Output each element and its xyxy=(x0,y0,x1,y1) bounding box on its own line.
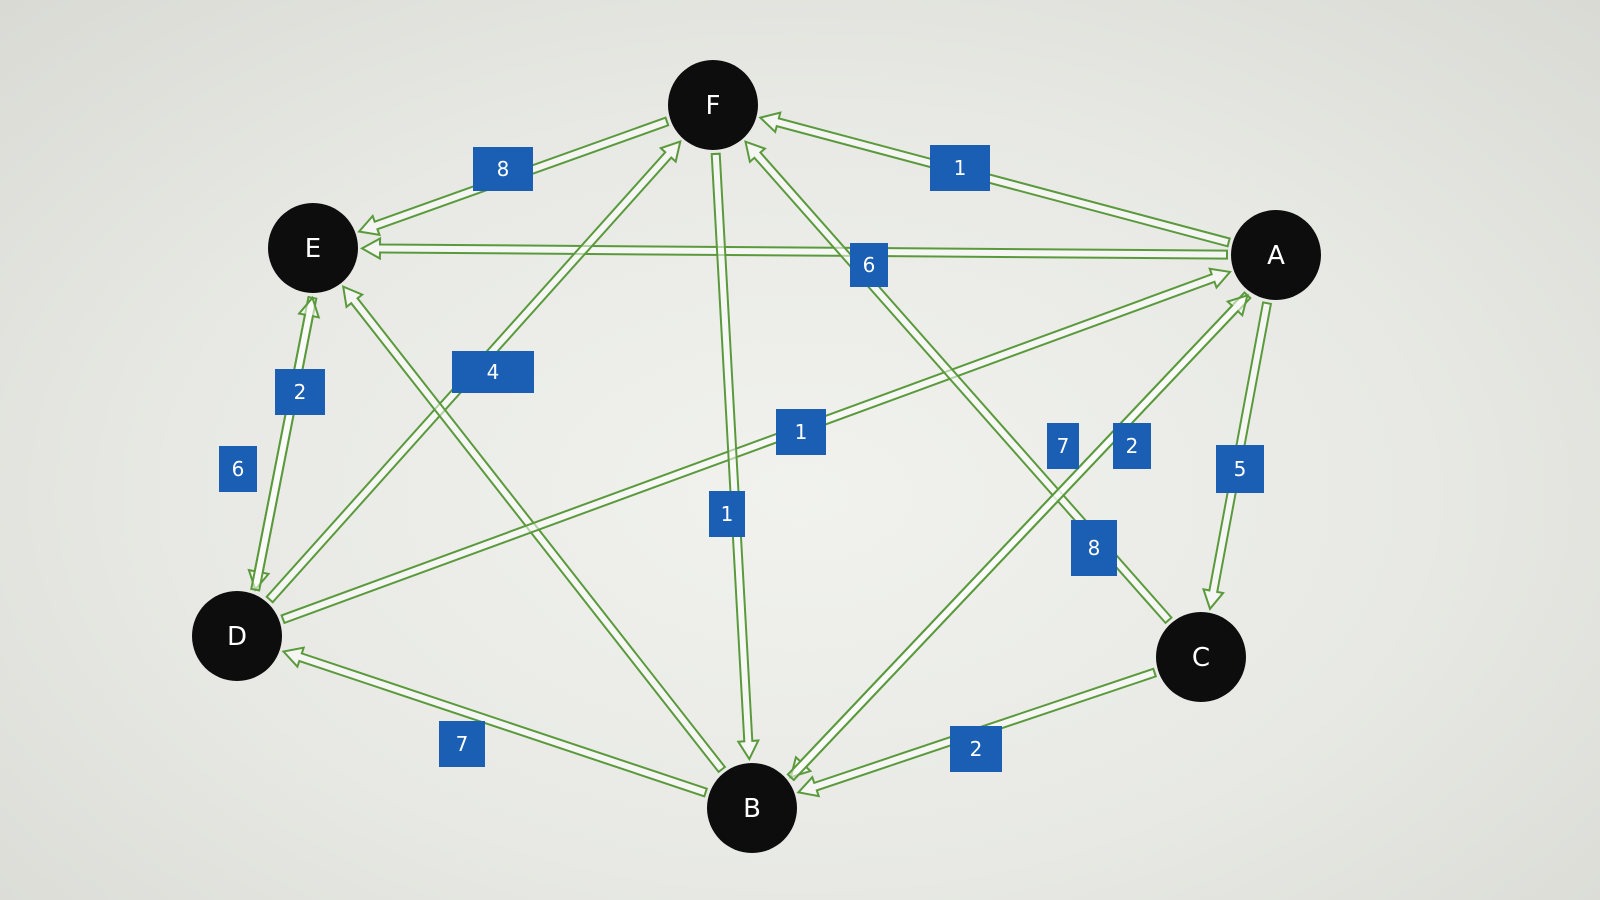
weight-box xyxy=(452,351,534,393)
node-circle xyxy=(707,763,797,853)
edge-weight-a-b: 7 xyxy=(1047,423,1079,469)
edge-a-to-f-arrow xyxy=(758,111,1231,248)
edge-weight-b-a: 2 xyxy=(1113,423,1151,469)
edge-weight-a-e: 6 xyxy=(850,243,888,287)
weight-box xyxy=(950,726,1002,772)
node-circle xyxy=(192,591,282,681)
weight-box xyxy=(1047,423,1079,469)
node-label: B xyxy=(743,794,761,824)
weight-box xyxy=(473,147,533,191)
weight-label: 2 xyxy=(970,737,983,761)
node-label: F xyxy=(706,91,721,121)
edge-weight-f-b: 1 xyxy=(709,491,745,537)
edge-f-to-b-arrow xyxy=(710,152,760,762)
weight-label: 7 xyxy=(456,732,469,756)
weight-box xyxy=(275,369,325,415)
weight-box xyxy=(1216,445,1264,493)
weight-box xyxy=(219,446,257,492)
weights-layer: 8 1 6 6 2 4 1 1 8 7 2 5 7 2 xyxy=(219,145,1264,772)
weight-box xyxy=(930,145,990,191)
weight-box xyxy=(709,491,745,537)
edge-weight-e-d: 6 xyxy=(219,446,257,492)
weight-label: 6 xyxy=(863,253,876,277)
edge-weight-b-d: 7 xyxy=(439,721,485,767)
node-label: E xyxy=(305,234,321,264)
edge-d-to-e-arrow xyxy=(250,295,321,592)
node-b: B xyxy=(707,763,797,853)
node-a: A xyxy=(1231,210,1321,300)
edge-a-to-e-arrow xyxy=(359,236,1228,261)
node-circle xyxy=(268,203,358,293)
node-d: D xyxy=(192,591,282,681)
weight-box xyxy=(439,721,485,767)
edge-weight-d-a: 1 xyxy=(776,409,826,455)
weight-label: 5 xyxy=(1234,457,1247,481)
weight-box xyxy=(776,409,826,455)
weight-label: 6 xyxy=(232,457,245,481)
edge-b-to-a-arrow xyxy=(786,293,1249,782)
edge-weight-f-e: 8 xyxy=(473,147,533,191)
weight-label: 1 xyxy=(721,502,734,526)
weight-box xyxy=(1071,520,1117,576)
edge-weight-d-e: 2 xyxy=(275,369,325,415)
node-f: F xyxy=(668,60,758,150)
weight-label: 4 xyxy=(487,360,500,384)
weight-label: 8 xyxy=(497,157,510,181)
weight-label: 8 xyxy=(1088,536,1101,560)
node-label: C xyxy=(1192,643,1210,673)
weight-label: 7 xyxy=(1057,434,1070,458)
weight-label: 2 xyxy=(1126,434,1139,458)
node-e: E xyxy=(268,203,358,293)
node-label: D xyxy=(227,622,247,652)
weight-box xyxy=(1113,423,1151,469)
node-label: A xyxy=(1267,241,1285,271)
node-c: C xyxy=(1156,612,1246,702)
node-circle xyxy=(668,60,758,150)
weight-label: 2 xyxy=(294,380,307,404)
node-circle xyxy=(1156,612,1246,702)
weight-box xyxy=(850,243,888,287)
edge-b-to-d-arrow xyxy=(281,646,709,798)
weight-label: 1 xyxy=(954,156,967,180)
edge-weight-c-b: 2 xyxy=(950,726,1002,772)
edge-weight-a-c: 5 xyxy=(1216,445,1264,493)
weight-label: 1 xyxy=(795,420,808,444)
nodes-layer: F E A D C B xyxy=(192,60,1321,853)
edge-weight-a-f: 1 xyxy=(930,145,990,191)
edge-weight-d-f: 4 xyxy=(452,351,534,393)
edge-d-to-a-arrow xyxy=(280,267,1232,625)
edge-weight-c-f: 8 xyxy=(1071,520,1117,576)
node-circle xyxy=(1231,210,1321,300)
